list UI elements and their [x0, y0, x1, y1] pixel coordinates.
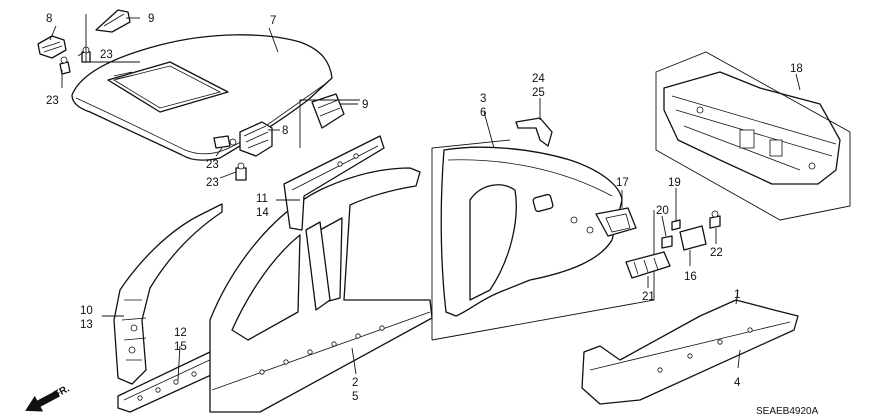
callout-frame-top-left	[85, 14, 140, 63]
rear-back-panel	[663, 71, 841, 185]
callout-23-low: 23	[206, 177, 219, 189]
quarter-bracket	[515, 117, 553, 147]
callout-23-mid: 23	[206, 159, 219, 171]
diagram-code: SEAEB4920A	[756, 406, 819, 417]
front-direction-label: FR.	[52, 383, 72, 400]
callout-15: 15	[174, 341, 187, 353]
callout-23-top: 23	[100, 49, 113, 61]
front-pillar	[113, 203, 223, 385]
callout-10: 10	[80, 305, 93, 317]
callout-19: 19	[668, 177, 681, 189]
callout-2: 2	[352, 377, 358, 389]
callout-4: 4	[734, 377, 741, 389]
roof-panel	[71, 34, 333, 161]
callout-25: 25	[532, 87, 545, 99]
callout-13: 13	[80, 319, 93, 331]
callout-frame-quarter-bottom	[431, 210, 655, 341]
inner-bracket-21	[625, 251, 671, 279]
callout-9-right: 9	[362, 99, 368, 111]
callout-11: 11	[256, 193, 268, 205]
callout-16: 16	[684, 271, 697, 283]
callout-9-top: 9	[148, 13, 154, 25]
callout-labels: 7 8 9 23 23 9 8 23 23 11 14 10 13 12 15 …	[46, 13, 803, 403]
callout-22: 22	[710, 247, 723, 259]
callout-1: 1	[734, 289, 740, 301]
fuel-filler-housing	[595, 207, 637, 237]
callout-6: 6	[480, 107, 486, 119]
center-pillar-inner	[283, 135, 385, 311]
outer-sill	[581, 299, 799, 405]
callout-8-right: 8	[282, 125, 288, 137]
callout-12: 12	[174, 327, 187, 339]
roof-bracket-upper	[37, 35, 67, 59]
callout-23-left: 23	[46, 95, 59, 107]
callout-24: 24	[532, 73, 545, 85]
callout-7: 7	[270, 15, 276, 27]
front-direction-arrow-icon	[25, 390, 60, 412]
leader-lines	[49, 17, 801, 381]
callout-frame-rear-panel	[655, 51, 851, 221]
roof-gusset-upper	[95, 9, 131, 33]
callout-5: 5	[352, 391, 358, 403]
callout-8-top: 8	[46, 13, 52, 25]
callout-21: 21	[642, 291, 655, 303]
roof-gusset-right	[311, 93, 345, 129]
callout-frame-right	[299, 99, 360, 148]
rear-quarter-panel	[440, 146, 623, 317]
callout-20: 20	[656, 205, 669, 217]
callout-14: 14	[256, 207, 269, 219]
callout-frame-quarter	[431, 139, 511, 340]
callout-18: 18	[790, 63, 803, 75]
fuel-lid-parts	[661, 210, 721, 251]
callout-3: 3	[480, 93, 486, 105]
roof-bracket-lower	[239, 121, 273, 157]
callout-17: 17	[616, 177, 629, 189]
